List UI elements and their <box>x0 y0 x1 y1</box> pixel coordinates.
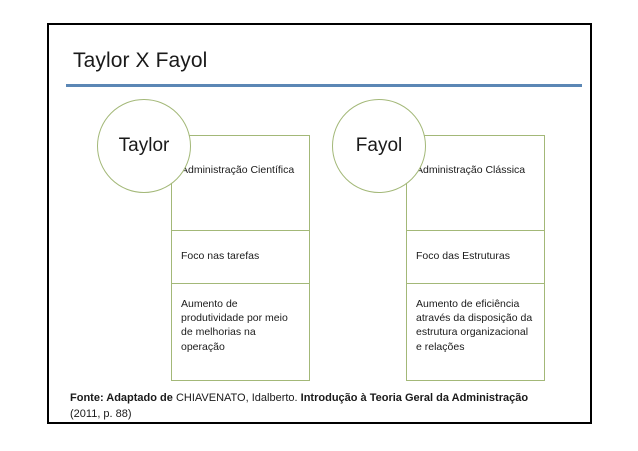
title-divider-rule <box>66 84 582 87</box>
comparison-diagram: Administração Científica Foco nas tarefa… <box>49 25 590 422</box>
circle-label-fayol: Fayol <box>332 99 426 193</box>
taylor-cell-3: Aumento de produtividade por meio de mel… <box>181 298 288 353</box>
column-fayol: Administração Clássica Foco das Estrutur… <box>406 135 545 381</box>
source-work-title: Introdução à Teoria Geral da Administraç… <box>300 392 529 404</box>
page-title: Taylor X Fayol <box>73 49 208 72</box>
column-taylor: Administração Científica Foco nas tarefa… <box>171 135 310 381</box>
slide-canvas: Taylor X Fayol Administração Científica … <box>47 23 592 424</box>
fayol-cell-2: Foco das Estruturas <box>407 231 544 284</box>
source-edition: (2011, p. 88) <box>70 408 132 420</box>
taylor-cell-1: Administração Científica <box>172 136 309 231</box>
source-lead: Fonte: Adaptado de <box>70 392 173 404</box>
circle-label-taylor: Taylor <box>97 99 191 193</box>
taylor-cell-2: Foco nas tarefas <box>172 231 309 284</box>
source-author: CHIAVENATO, Idalberto. <box>175 392 298 404</box>
source-citation: Fonte: Adaptado de CHIAVENATO, Idalberto… <box>70 390 575 422</box>
fayol-cell-3: Aumento de eficiência através da disposi… <box>416 298 533 353</box>
fayol-cell-1: Administração Clássica <box>407 136 544 231</box>
